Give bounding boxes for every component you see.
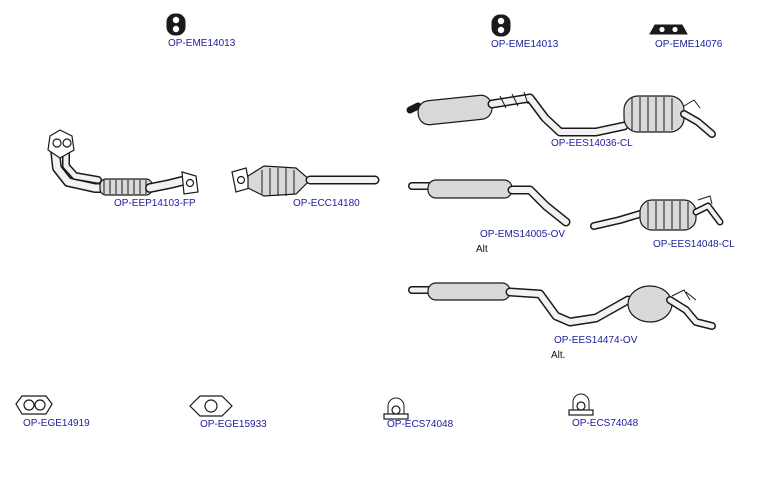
alternative-note-1: Alt (476, 244, 488, 255)
gasket-ege15933-image[interactable] (189, 395, 233, 417)
part-code-ems14005[interactable]: OP-EMS14005-OV (480, 229, 566, 240)
part-code-eme14076[interactable]: OP-EME14076 (655, 39, 723, 50)
rear-silencer-ees14048-image[interactable] (590, 195, 724, 231)
rear-section-ees14474-image[interactable] (408, 282, 716, 330)
part-code-ees14036[interactable]: OP-EES14036-CL (551, 138, 633, 149)
middle-silencer-ems14005-image[interactable] (408, 179, 571, 227)
part-code-eme14013-b[interactable]: OP-EME14013 (491, 39, 559, 50)
part-code-ege14919[interactable]: OP-EGE14919 (23, 418, 90, 429)
rubber-mount-eme14013-b-image[interactable] (491, 14, 511, 37)
part-code-ees14048[interactable]: OP-EES14048-CL (653, 239, 735, 250)
part-code-ees14474[interactable]: OP-EES14474-OV (554, 335, 638, 346)
part-code-ecs74048-a[interactable]: OP-ECS74048 (387, 419, 454, 430)
clamp-ecs74048-a-image[interactable] (383, 397, 409, 420)
front-pipe-eep14103-image[interactable] (47, 129, 199, 196)
rubber-mount-eme14076-image[interactable] (649, 24, 688, 35)
rear-section-ees14036-image[interactable] (406, 91, 716, 138)
part-code-eme14013-a[interactable]: OP-EME14013 (168, 38, 236, 49)
catalytic-converter-ecc14180-image[interactable] (231, 165, 380, 197)
gasket-ege14919-image[interactable] (15, 395, 53, 415)
clamp-ecs74048-b-image[interactable] (568, 393, 594, 416)
part-code-ege15933[interactable]: OP-EGE15933 (200, 419, 267, 430)
part-code-ecc14180[interactable]: OP-ECC14180 (293, 198, 360, 209)
rubber-mount-eme14013-a-image[interactable] (166, 13, 186, 36)
part-code-eep14103[interactable]: OP-EEP14103-FP (114, 198, 196, 209)
part-code-ecs74048-b[interactable]: OP-ECS74048 (572, 418, 639, 429)
alternative-note-2: Alt. (551, 350, 566, 361)
